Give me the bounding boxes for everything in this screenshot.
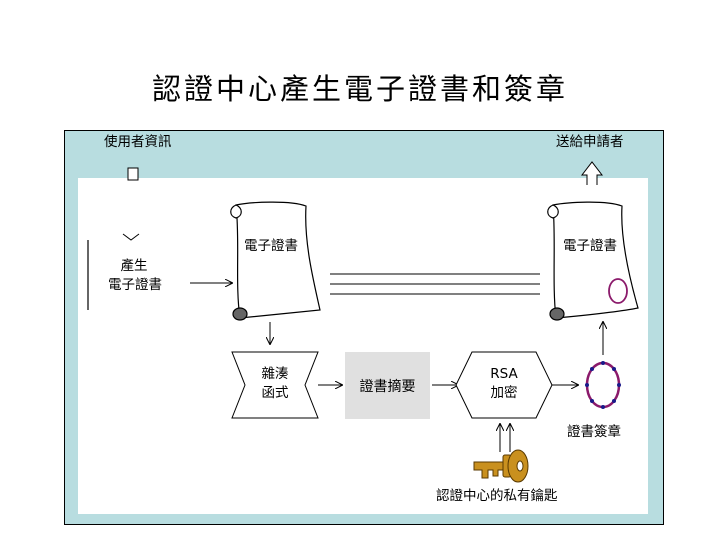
hash-function-shape <box>231 351 319 419</box>
cert-left-label: 電子證書 <box>244 238 298 254</box>
arrow-cert-to-cert <box>330 273 540 295</box>
send-to-applicant-label: 送給申請者 <box>556 134 624 150</box>
certificate-scroll-right <box>547 201 639 321</box>
signature-seal-icon <box>585 361 621 409</box>
arrow-key-to-rsa <box>500 424 510 452</box>
generate-label-line2: 電子證書 <box>108 277 162 293</box>
rsa-label-line2: 加密 <box>490 385 518 401</box>
rsa-encrypt-shape <box>455 351 553 419</box>
private-key-label: 認證中心的私有鑰匙 <box>436 488 558 504</box>
arrow-send-up <box>580 161 604 185</box>
hash-label-line2: 函式 <box>261 385 289 401</box>
key-icon <box>473 449 529 483</box>
digest-label: 證書摘要 <box>359 378 416 395</box>
chevron-down-icon <box>122 233 140 241</box>
digest-box: 證書摘要 <box>345 352 430 419</box>
generate-label-line1: 產生 <box>120 258 148 274</box>
user-info-label: 使用者資訊 <box>104 134 172 150</box>
cert-right-label: 電子證書 <box>563 238 617 254</box>
page-title: 認證中心產生電子證書和簽章 <box>151 72 568 106</box>
certificate-seal-icon <box>608 278 628 304</box>
signature-label: 證書簽章 <box>567 424 621 440</box>
rsa-label-line1: RSA <box>490 366 518 382</box>
certificate-scroll-left <box>230 201 321 321</box>
frame-tab-marker <box>127 167 139 181</box>
diagram-canvas <box>78 178 648 514</box>
hash-label-line1: 雜湊 <box>261 366 289 382</box>
